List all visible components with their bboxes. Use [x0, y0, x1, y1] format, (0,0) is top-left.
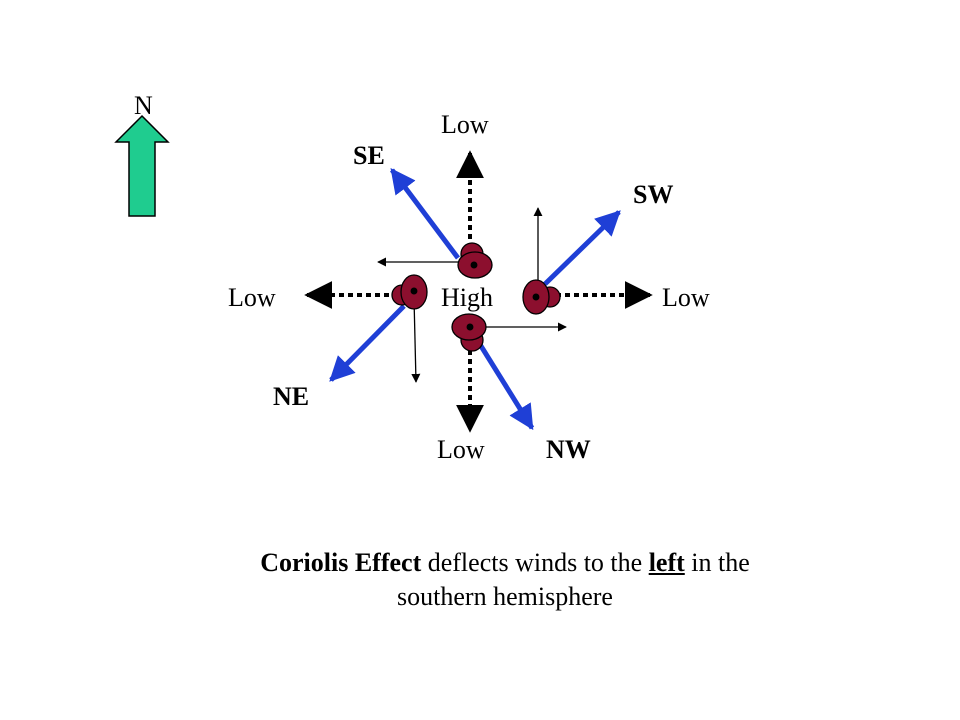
caption-underlined-word: left	[648, 548, 685, 577]
low-label-top: Low	[441, 110, 489, 139]
wind-arrow-ne	[329, 304, 406, 382]
wind-arrow-sw	[543, 210, 621, 286]
air-parcel-right	[522, 279, 561, 315]
caption-text-before: deflects winds to the	[421, 548, 649, 577]
caption: Coriolis Effect deflects winds to the le…	[150, 546, 860, 614]
air-parcel-top	[457, 242, 493, 279]
high-label: High	[441, 283, 493, 312]
caption-line-1: Coriolis Effect deflects winds to the le…	[150, 546, 860, 580]
low-label-bottom: Low	[437, 435, 485, 464]
coriolis-force-arrow-left	[411, 297, 421, 383]
caption-bold-term: Coriolis Effect	[260, 548, 422, 577]
wind-label-ne: NE	[273, 382, 310, 411]
caption-text-after: in the	[684, 548, 750, 577]
caption-line-2: southern hemisphere	[397, 582, 613, 611]
wind-arrow-nw	[473, 336, 535, 431]
low-label-right: Low	[662, 283, 710, 312]
wind-label-sw: SW	[633, 180, 674, 209]
wind-label-se: SE	[353, 141, 385, 170]
air-parcel-bottom	[451, 313, 487, 352]
compass-north-label: N	[134, 91, 153, 120]
wind-label-nw: NW	[546, 435, 591, 464]
low-label-left: Low	[228, 283, 276, 312]
wind-arrow-se	[390, 168, 460, 260]
air-parcel-left	[391, 274, 428, 310]
north-arrow-icon	[114, 114, 170, 217]
